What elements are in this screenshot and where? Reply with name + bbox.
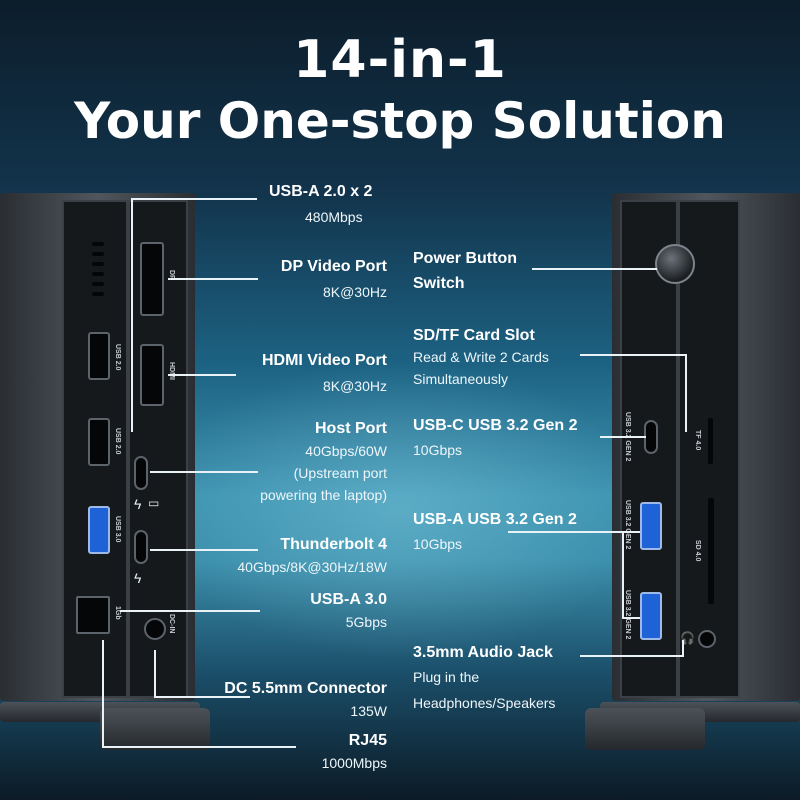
audio-jack-detail-1: Plug in the: [413, 669, 480, 685]
leader-line: [150, 549, 258, 551]
sd-tf-slot-detail-2: Simultaneously: [413, 371, 508, 387]
power-button-label: Power Button: [413, 250, 517, 267]
usb-a-2-0-port-1: [88, 332, 110, 380]
leader-line: [580, 354, 686, 356]
laptop-icon: ▭: [148, 496, 160, 510]
dp-port: [140, 242, 164, 316]
usb-a-3-0-label: USB-A 3.0: [310, 591, 387, 608]
usb-a-2-0-port-2: [88, 418, 110, 466]
usb-a-3-2-port-1: [640, 502, 662, 550]
rj45-detail: 1000Mbps: [321, 755, 387, 771]
headline-line2: Your One-stop Solution: [74, 92, 726, 150]
power-button-label-2: Switch: [413, 275, 465, 292]
vent: [92, 272, 104, 276]
tf-marking: TF 4.0: [694, 430, 701, 451]
usb-c-3-2-label: USB-C USB 3.2 Gen 2: [413, 417, 578, 434]
tf-card-slot: [708, 418, 713, 464]
dp-detail: 8K@30Hz: [322, 284, 387, 300]
usb20-marking: USB 2.0: [114, 428, 121, 455]
sd-marking: SD 4.0: [694, 540, 701, 562]
leader-line: [622, 617, 640, 619]
leader-line: [600, 436, 646, 438]
hdmi-port: [140, 344, 164, 406]
vent: [92, 242, 104, 246]
usb-a-3-2-label: USB-A USB 3.2 Gen 2: [413, 511, 577, 528]
host-port-detail-3: powering the laptop): [260, 487, 387, 503]
leader-line: [150, 471, 258, 473]
host-port: [134, 456, 148, 490]
thunderbolt-4-detail: 40Gbps/8K@30Hz/18W: [237, 559, 387, 575]
usb-c-3-2-detail: 10Gbps: [413, 442, 463, 458]
usb-c-3-2-port: [644, 420, 658, 454]
usb-a-3-2-detail: 10Gbps: [413, 536, 463, 552]
leader-line: [532, 268, 657, 270]
audio-jack-label: 3.5mm Audio Jack: [413, 644, 553, 661]
leader-line: [102, 640, 104, 748]
thunderbolt-icon: ϟ: [134, 570, 142, 586]
usb32-marking: USB 3.2 GEN 2: [624, 500, 631, 550]
hdmi-detail: 8K@30Hz: [322, 378, 387, 394]
left-dock-stand: [100, 708, 210, 750]
dcin-marking: DC-IN: [168, 614, 175, 634]
sd-tf-slot-label: SD/TF Card Slot: [413, 327, 535, 344]
leader-line: [102, 746, 296, 748]
rj45-port: [76, 596, 110, 634]
dc-connector-detail: 135W: [350, 703, 387, 719]
dc-in-port: [144, 618, 166, 640]
leader-line: [120, 610, 260, 612]
sd-tf-slot-detail-1: Read & Write 2 Cards: [413, 349, 549, 365]
sd-card-slot: [708, 498, 714, 604]
host-port-label: Host Port: [315, 420, 387, 437]
rj45-label: RJ45: [348, 732, 387, 749]
hdmi-marking: HDMI: [168, 362, 175, 380]
audio-jack-detail-2: Headphones/Speakers: [413, 695, 556, 711]
vent: [92, 262, 104, 266]
usb30-marking: USB 3.0: [114, 516, 121, 543]
host-port-detail-2: (Upstream port: [293, 465, 387, 481]
leader-line: [131, 198, 257, 200]
usb-a-3-2-port-2: [640, 592, 662, 640]
thunderbolt-4-label: Thunderbolt 4: [280, 536, 387, 553]
usb-a-3-0-detail: 5Gbps: [345, 614, 387, 630]
vent: [92, 282, 104, 286]
usb-a-3-0-port: [88, 506, 110, 554]
usb-a-2-0-label: USB-A 2.0 x 2: [269, 183, 373, 200]
leader-line: [508, 531, 640, 533]
thunderbolt-icon: ϟ: [134, 496, 142, 512]
thunderbolt-4-port: [134, 530, 148, 564]
power-button: [655, 244, 695, 284]
leader-line: [682, 640, 684, 657]
leader-line: [168, 374, 236, 376]
headline-line1: 14-in-1: [293, 30, 507, 90]
usb-a-2-0-detail: 480Mbps: [305, 209, 363, 225]
lan-marking: 1Gb: [114, 606, 121, 620]
usb20-marking: USB 2.0: [114, 344, 121, 371]
vent: [92, 252, 104, 256]
leader-line: [154, 650, 156, 696]
leader-line: [580, 655, 684, 657]
leader-line: [685, 354, 687, 432]
leader-line: [131, 198, 133, 432]
leader-line: [622, 531, 624, 619]
dc-connector-label: DC 5.5mm Connector: [224, 680, 387, 697]
leader-line: [168, 278, 258, 280]
dp-label: DP Video Port: [280, 258, 387, 275]
leader-line: [154, 696, 250, 698]
host-port-detail-1: 40Gbps/60W: [305, 443, 387, 459]
vent: [92, 292, 104, 296]
hdmi-label: HDMI Video Port: [261, 352, 387, 369]
right-dock-stand: [585, 708, 705, 750]
dp-marking: DP: [168, 270, 175, 280]
audio-jack: [698, 630, 716, 648]
usb32-marking: USB 3.2 GEN 2: [624, 590, 631, 640]
